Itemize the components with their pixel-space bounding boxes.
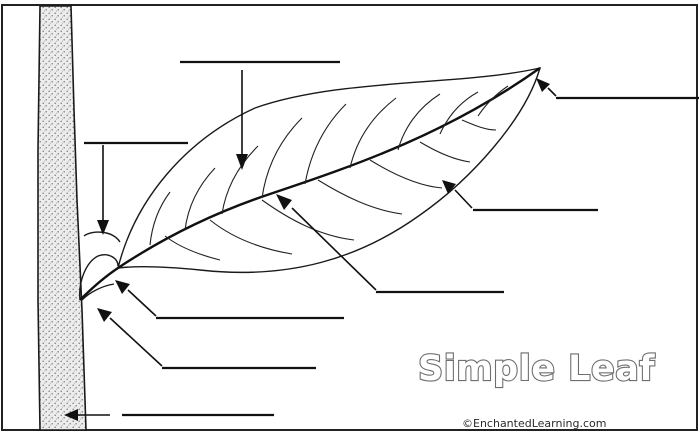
arrow-axillary-bud bbox=[97, 308, 112, 322]
copyright-credit: ©EnchantedLearning.com bbox=[462, 417, 606, 430]
leader-axillary-bud bbox=[110, 318, 162, 366]
leader-petiole bbox=[128, 290, 156, 316]
stipule-bracket bbox=[84, 232, 120, 242]
leader-apex bbox=[548, 88, 556, 96]
stem-bark bbox=[38, 6, 86, 430]
leader-margin bbox=[455, 190, 472, 208]
arrow-petiole bbox=[115, 280, 130, 294]
leaf-blade bbox=[118, 68, 540, 272]
arrow-apex bbox=[536, 78, 550, 92]
diagram-title: Simple Leaf bbox=[418, 349, 655, 389]
